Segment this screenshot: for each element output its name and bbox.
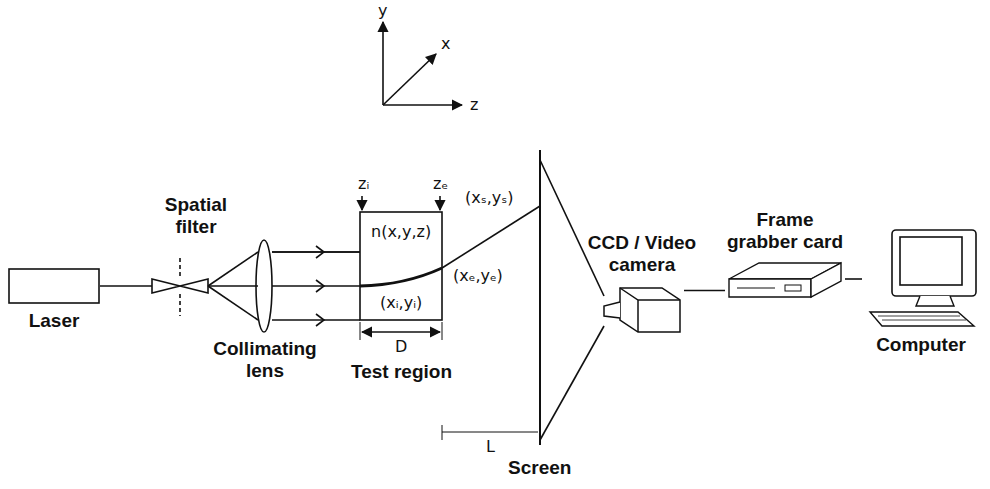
laser-source: Laser	[8, 268, 100, 304]
axis-label: x	[439, 35, 452, 53]
axis-label: y	[376, 2, 389, 20]
dimension-label: D	[393, 338, 409, 356]
component-label: Test region	[349, 361, 454, 383]
node-label: Computer	[861, 334, 981, 356]
field-label: n(x,y,z)	[369, 223, 433, 241]
component-label: Screen	[506, 457, 573, 479]
component-label: Collimating lens	[208, 338, 322, 382]
frame-grabber: Frame grabber card	[725, 257, 845, 301]
cable-connector	[845, 278, 862, 280]
node-label: Frame grabber card	[720, 209, 850, 253]
node-icon	[862, 228, 980, 328]
cable-connector	[684, 290, 725, 292]
coordinate-label: (xᵢ,yᵢ)	[378, 294, 424, 312]
ccd-camera: CCD / Video camera	[600, 280, 684, 340]
node-icon	[600, 280, 684, 340]
position-label: zₑ	[431, 175, 450, 193]
component-label: Spatial filter	[149, 194, 243, 238]
node-icon	[725, 257, 845, 301]
position-label: zᵢ	[356, 175, 371, 193]
coordinate-label: (xₛ,yₛ)	[463, 189, 515, 207]
coordinate-label: (xₑ,yₑ)	[451, 267, 505, 285]
computer: Computer	[862, 228, 980, 328]
node-label: CCD / Video camera	[577, 232, 707, 276]
dimension-label: L	[484, 438, 497, 456]
axis-label: z	[468, 96, 480, 114]
node-label: Laser	[4, 310, 104, 332]
node-icon	[8, 268, 100, 304]
